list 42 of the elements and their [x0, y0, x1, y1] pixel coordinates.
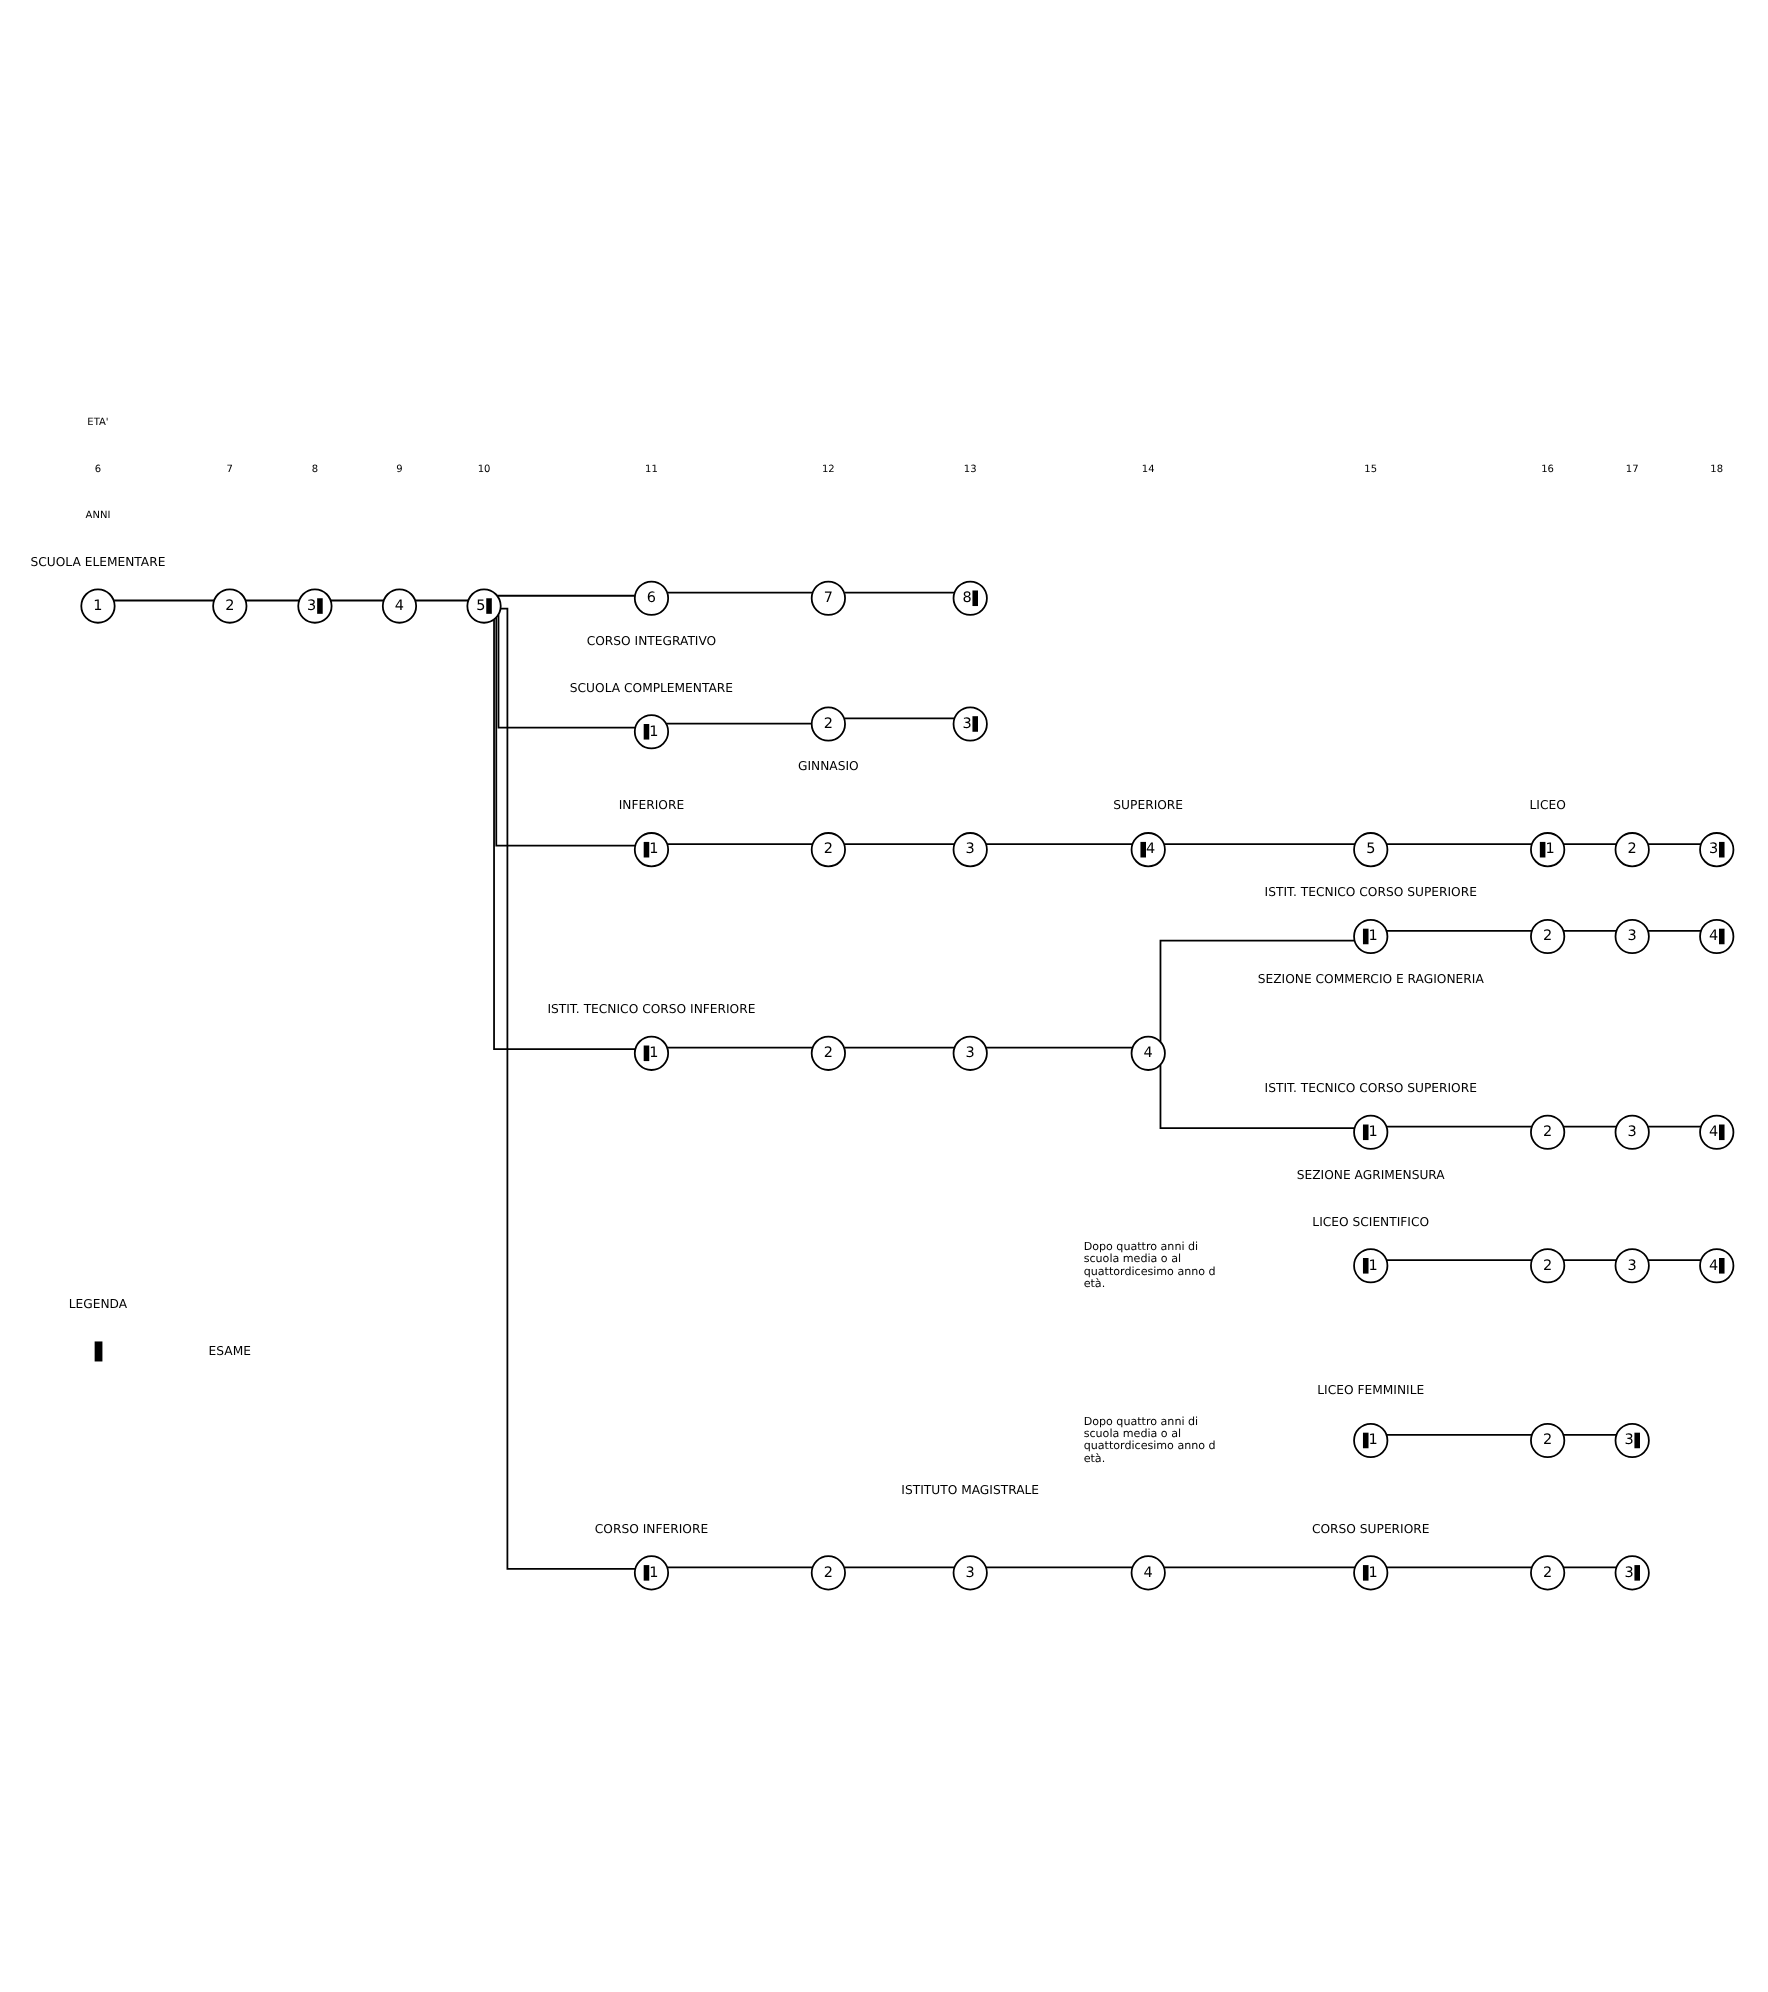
connector	[496, 594, 636, 597]
connector	[495, 616, 637, 847]
connector	[497, 613, 636, 729]
connector	[113, 599, 215, 602]
connector	[414, 599, 470, 602]
connector	[1385, 1566, 1533, 1569]
connector	[1562, 1566, 1618, 1569]
connector	[1562, 930, 1618, 932]
connector	[1647, 843, 1702, 846]
connector	[985, 1046, 1134, 1049]
connector	[500, 607, 637, 1570]
connector	[1385, 1259, 1533, 1262]
connector	[1562, 843, 1618, 846]
connector	[1562, 1259, 1618, 1262]
connector	[666, 1566, 814, 1569]
connector	[1385, 930, 1533, 932]
connector	[1647, 1259, 1702, 1262]
connector	[1385, 1434, 1533, 1436]
connector	[666, 1046, 814, 1049]
connector	[1163, 843, 1356, 846]
connector	[843, 1046, 956, 1049]
connector	[843, 591, 956, 594]
connector	[1163, 1566, 1356, 1569]
connector	[985, 843, 1134, 846]
connector	[1562, 1125, 1618, 1128]
connector	[843, 843, 956, 846]
connector	[1385, 1125, 1533, 1128]
connector	[1159, 1063, 1356, 1130]
connector	[1159, 939, 1356, 1043]
connector	[666, 591, 814, 594]
connector	[843, 1566, 956, 1569]
connector	[493, 618, 637, 1051]
connector	[666, 843, 814, 846]
connector	[985, 1566, 1134, 1569]
connector	[1385, 843, 1533, 846]
connector	[1647, 930, 1702, 932]
connector	[665, 722, 813, 725]
connector	[843, 717, 956, 720]
connector	[244, 599, 300, 602]
connector	[1562, 1434, 1618, 1436]
connector	[329, 599, 385, 602]
connector	[1647, 1125, 1702, 1128]
